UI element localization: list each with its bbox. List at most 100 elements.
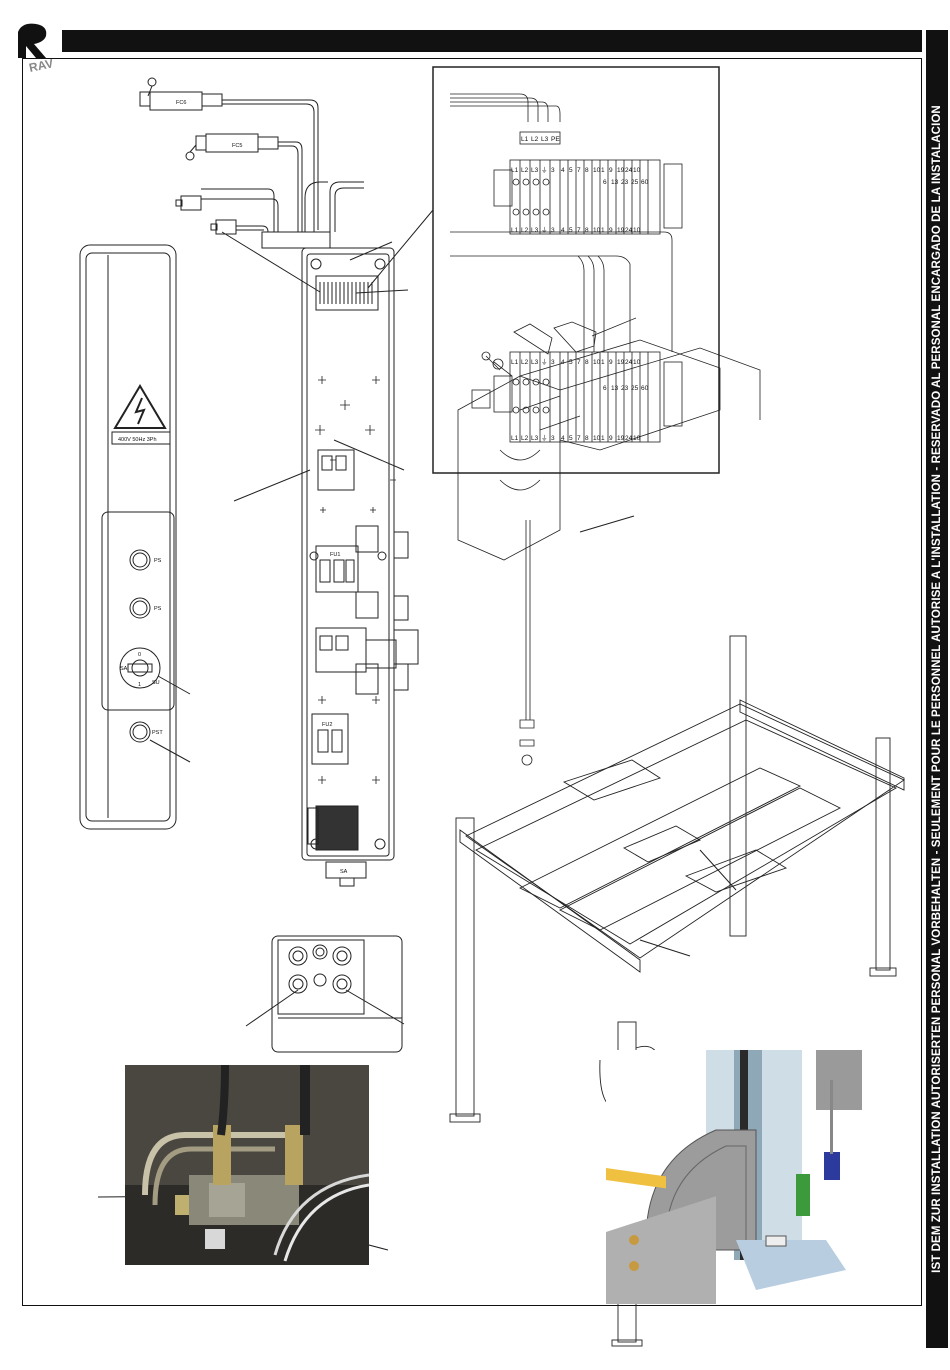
tb1-mid-6: 6 [603, 179, 607, 186]
terminal-label: 9 [609, 167, 613, 174]
terminal-label: 8 [585, 167, 589, 174]
fuse-fu1-label: FU1 [330, 552, 340, 558]
terminal-label: 24 [625, 167, 633, 174]
switch-sa-label: SA [340, 869, 348, 875]
terminal-label: L2 [521, 435, 529, 442]
terminal-label: 24 [625, 359, 633, 366]
terminal-label: ⏚ [541, 358, 548, 366]
terminal-label: 8 [585, 227, 589, 234]
terminal-label: ⏚ [541, 226, 548, 234]
tb2-mid-6: 6 [603, 385, 607, 392]
terminal-label: L1 [511, 167, 519, 174]
terminal-label: 5 [569, 435, 573, 442]
lock-mechanism-render [606, 1050, 862, 1304]
supply-l1: L1 [521, 136, 529, 143]
terminal-label: 3 [551, 359, 555, 366]
limit-switch-fc5 [185, 133, 279, 161]
voltage-label: 400V 50Hz 3Ph [118, 437, 157, 443]
terminal-label: L2 [521, 359, 529, 366]
terminal-label: 8 [585, 435, 589, 442]
header-bar [62, 30, 922, 52]
hydraulic-valve-photo [125, 1065, 369, 1265]
wiring-inset-frame [432, 66, 720, 474]
terminal-label: 5 [569, 359, 573, 366]
fc6-label: FC6 [176, 100, 186, 106]
terminal-label: 4 [561, 359, 565, 366]
button-stop-label: PST [152, 730, 163, 736]
terminal-label: 3 [551, 435, 555, 442]
terminal-label: 7 [577, 167, 581, 174]
terminal-label: 19 [617, 435, 625, 442]
terminal-label: 7 [577, 227, 581, 234]
terminal-block-bottom [450, 231, 683, 443]
supply-l2: L2 [531, 136, 539, 143]
terminal-label: 8 [585, 359, 589, 366]
terminal-block-top [450, 93, 683, 235]
terminal-label: L2 [521, 167, 529, 174]
terminal-label: 5 [569, 227, 573, 234]
terminal-label: 10 [593, 167, 601, 174]
terminal-label: 24 [625, 227, 633, 234]
tb2-mid-60: 60 [641, 385, 649, 392]
terminal-label: 9 [609, 435, 613, 442]
terminal-label: L1 [511, 435, 519, 442]
terminal-label: 10 [593, 227, 601, 234]
terminal-label: 10 [633, 435, 641, 442]
tb1-mid-13: 13 [611, 179, 619, 186]
terminal-label: 19 [617, 227, 625, 234]
terminal-label: 3 [551, 227, 555, 234]
tb2-mid-25: 25 [631, 385, 639, 392]
terminal-label: 10 [633, 359, 641, 366]
terminal-label: L2 [521, 227, 529, 234]
terminal-label: 1 [601, 435, 605, 442]
button-up-label: PS [154, 558, 162, 564]
terminal-label: 4 [561, 435, 565, 442]
junction-box [271, 935, 403, 1053]
terminal-label: 9 [609, 227, 613, 234]
terminal-label: 1 [601, 167, 605, 174]
terminal-label: 3 [551, 167, 555, 174]
terminal-label: 7 [577, 359, 581, 366]
electrical-panel [261, 231, 419, 887]
terminal-label: 5 [569, 167, 573, 174]
tb2-mid-13: 13 [611, 385, 619, 392]
logo-text: RAV [28, 56, 55, 74]
tb1-mid-60: 60 [641, 179, 649, 186]
terminal-label: 1 [601, 359, 605, 366]
control-box [79, 244, 177, 830]
selector-left-label: SA [120, 666, 128, 672]
safety-lock-assembly [457, 317, 761, 766]
selector-zero-label: 0 [138, 652, 141, 658]
rav-logo: RAV [18, 23, 55, 74]
terminal-label: L3 [531, 359, 539, 366]
terminal-label: ⏚ [541, 434, 548, 442]
selector-one-label: 1 [138, 682, 141, 688]
terminal-label: 7 [577, 435, 581, 442]
terminal-label: L1 [511, 359, 519, 366]
supply-pe: PE [551, 136, 560, 143]
terminal-label: 19 [617, 359, 625, 366]
sensor-connectors [175, 195, 237, 235]
terminal-label: 10 [633, 227, 641, 234]
side-banner [926, 30, 948, 1348]
terminal-label: ⏚ [541, 166, 548, 174]
terminal-label: 24 [625, 435, 633, 442]
terminal-label: L3 [531, 227, 539, 234]
terminal-label: 1 [601, 227, 605, 234]
tb1-mid-25: 25 [631, 179, 639, 186]
terminal-label: 4 [561, 227, 565, 234]
terminal-label: L1 [511, 227, 519, 234]
tb1-mid-23: 23 [621, 179, 629, 186]
terminal-label: 9 [609, 359, 613, 366]
fc5-label: FC5 [232, 143, 242, 149]
terminal-label: 4 [561, 167, 565, 174]
supply-l3: L3 [541, 136, 549, 143]
terminal-label: L3 [531, 167, 539, 174]
page-frame [22, 58, 922, 1306]
terminal-label: 10 [633, 167, 641, 174]
terminal-label: L3 [531, 435, 539, 442]
button-down-label: PS [154, 606, 162, 612]
tb2-mid-23: 23 [621, 385, 629, 392]
fuse-fu2-label: FU2 [322, 722, 332, 728]
